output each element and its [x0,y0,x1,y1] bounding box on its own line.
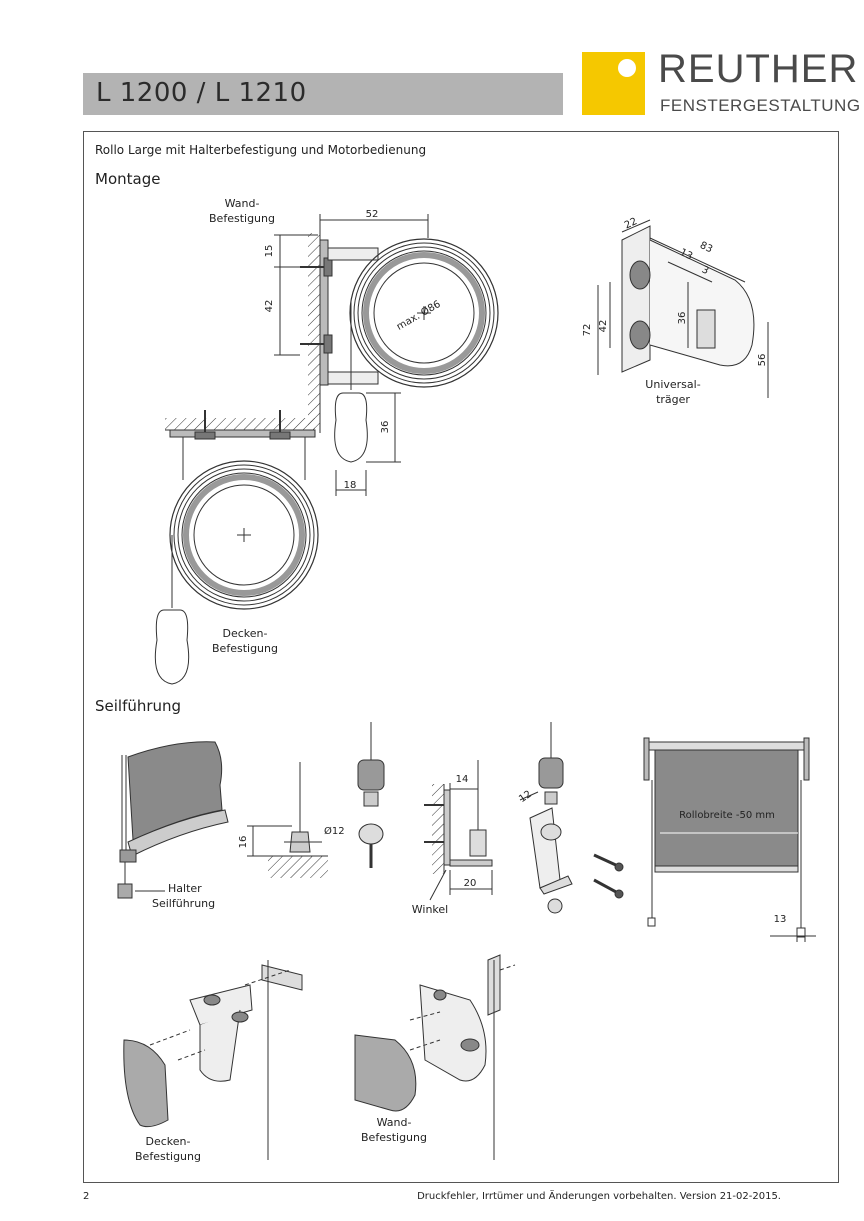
dim-16: 16 [238,836,249,849]
dim-20: 20 [464,878,477,889]
dim-13: 13 [774,914,787,925]
fabric-holder-drawing [117,741,229,899]
winkel-label: Winkel [412,903,448,916]
ceiling-label-2: Befestigung [212,642,278,655]
brand-logo-mark [582,52,645,115]
universal-bracket-drawing [597,219,769,398]
floor-anchor-drawing [247,762,328,878]
document-subtitle: Rollo Large mit Halterbefestigung und Mo… [95,143,427,157]
u-dim-3: 3 [700,264,710,277]
dim-max-diameter: max. Ø86 [394,298,442,333]
rollobreite-label-bg [676,806,778,822]
u-dim-83: 83 [698,240,714,255]
wall-label-b2: Befestigung [361,1131,427,1144]
rollobreite-label: Rollobreite -50 mm [679,810,775,821]
exploded-bracket-drawing [519,722,624,914]
clamp-weight-drawing [357,722,385,868]
ceiling-mount-drawing [154,410,319,685]
halter-label-2: Seilführung [152,897,215,910]
dim-42: 42 [264,300,275,313]
u-dim-36: 36 [677,312,688,325]
wall-label-1: Wand- [225,197,260,210]
u-dim-56: 56 [757,354,768,367]
logo-dot [618,59,636,77]
blind-front-view [643,737,816,942]
ceiling-label-b2: Befestigung [135,1150,201,1163]
wall-label-2: Befestigung [209,212,275,225]
universal-label-2: träger [656,393,690,406]
dim-15: 15 [264,245,275,258]
page-title: L 1200 / L 1210 [96,78,307,108]
universal-label-1: Universal- [645,378,700,391]
wall-label-b1: Wand- [377,1116,412,1129]
ceiling-label-b1: Decken- [146,1135,191,1148]
dim-52: 52 [366,209,379,220]
brand-name: REUTHER [658,47,859,91]
wall-mount-drawing [274,214,499,496]
dim-12: 12 [517,789,534,805]
dim-18: 18 [344,480,357,491]
u-dim-42: 42 [598,320,609,333]
brand-subtitle: FENSTERGESTALTUNG [660,96,861,115]
section-heading-seilfuehrung: Seilführung [95,697,182,715]
u-dim-13: 13 [678,247,694,262]
dim-d12: Ø12 [324,825,345,837]
content-frame [83,131,839,1183]
ceiling-label-1: Decken- [223,627,268,640]
u-dim-72: 72 [582,324,593,337]
dim-36: 36 [380,421,391,434]
section-heading-montage: Montage [95,170,161,188]
halter-label-1: Halter [168,882,202,895]
title-bar: L 1200 / L 1210 [83,73,563,115]
angle-bracket-drawing [424,760,493,901]
ceiling-bracket-exploded [123,960,303,1160]
footer-disclaimer: Druckfehler, Irrtümer und Änderungen vor… [417,1191,781,1202]
dim-14: 14 [456,774,469,785]
page-number: 2 [83,1191,90,1202]
u-dim-22: 22 [623,216,639,231]
wall-bracket-exploded [354,954,516,1160]
